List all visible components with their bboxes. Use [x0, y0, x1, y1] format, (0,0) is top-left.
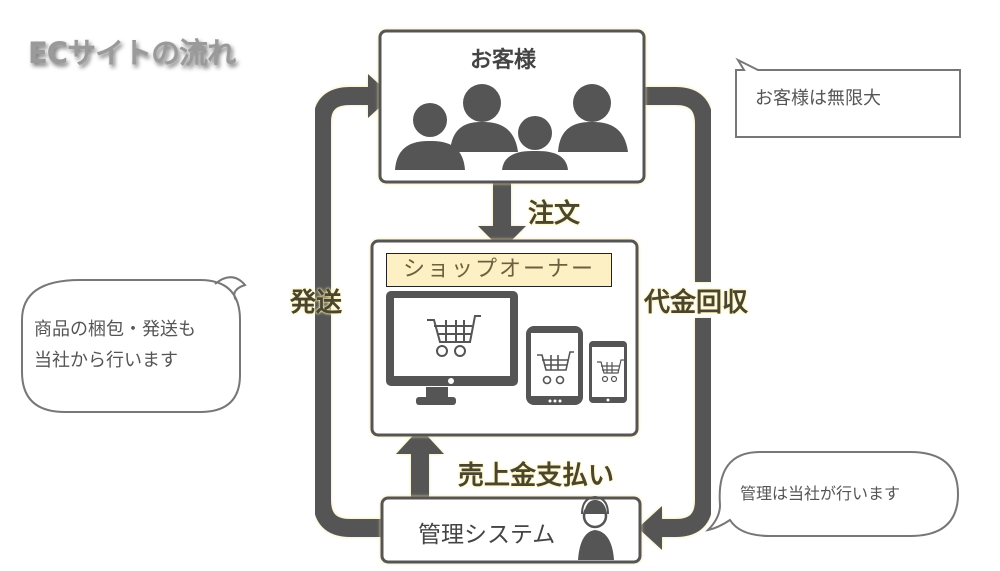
tablet-icon: [526, 326, 583, 405]
shipping-label: 発送: [290, 288, 343, 318]
management-label: 管理システム: [418, 522, 556, 548]
cart-icon: [537, 351, 574, 385]
management-note-text: 管理は当社が行います: [740, 484, 901, 503]
shipping-note-line2: 当社から行います: [34, 350, 178, 371]
phone-icon: [589, 341, 627, 403]
management-note-bubble: [704, 451, 960, 537]
customers-icon: [395, 84, 628, 170]
order-arrow: [478, 182, 526, 250]
customer-note-text: お客様は無限大: [755, 88, 881, 109]
sales-payment-label: 売上金支払い: [458, 461, 615, 491]
customer-label: お客様: [470, 48, 537, 73]
operator-icon: [578, 495, 614, 560]
shipping-note-bubble: [21, 276, 247, 413]
payment-collection-label: 代金回収: [644, 288, 749, 318]
customer-note-bubble: [735, 57, 961, 138]
page-title: ECサイトの流れ: [28, 36, 236, 70]
shipping-note-line1: 商品の梱包・発送も: [34, 319, 196, 340]
management-box: [380, 496, 642, 564]
payment-collection-arrow: [638, 87, 713, 550]
cart-icon: [597, 359, 624, 383]
cart-icon: [427, 315, 481, 357]
desktop-icon: [386, 291, 518, 405]
order-label: 注文: [528, 199, 581, 229]
sales-payment-arrow: [396, 428, 444, 500]
shop-owner-label: ショップオーナー: [386, 253, 612, 287]
